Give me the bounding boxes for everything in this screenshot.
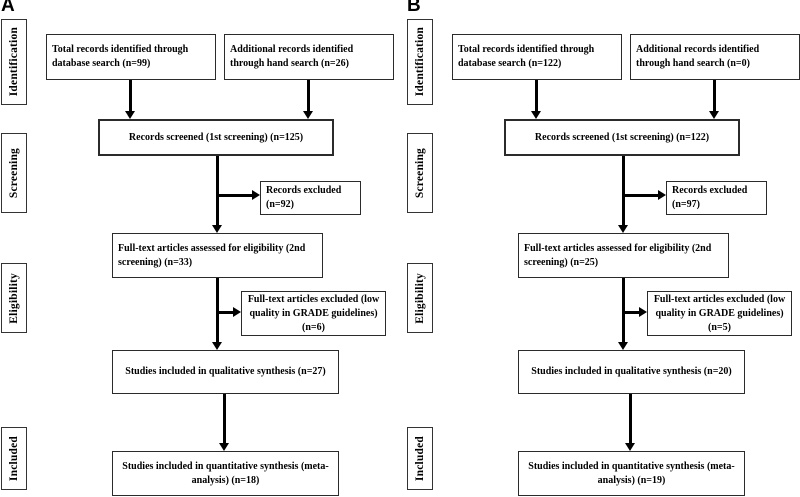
arrow-database-to-screened-line [535,80,538,112]
box-records-excluded: Records excluded (n=92) [260,181,361,215]
arrow-branch-records-excluded-line [622,194,658,197]
box-records-screened: Records screened (1st screening) (n=122) [504,119,740,156]
box-hand-search: Additional records identified through ha… [224,34,394,80]
box-hand-search: Additional records identified through ha… [630,34,800,80]
arrow-qualitative-to-quantitative-head [219,443,229,451]
box-database-search: Total records identified through databas… [46,34,216,80]
stage-eligibility-label: Eligibility [8,272,20,324]
stage-identification-label: Identification [8,27,20,97]
arrow-database-to-screened-line [129,80,132,112]
box-fulltext-assessed: Full-text articles assessed for eligibil… [112,233,323,278]
arrow-fulltext-to-qualitative-line [622,278,625,343]
arrow-branch-fulltext-excluded-head [233,307,241,317]
box-qualitative-synthesis: Studies included in qualitative synthesi… [518,350,745,394]
box-records-excluded: Records excluded (n=97) [666,181,767,215]
box-qualitative-synthesis: Studies included in qualitative synthesi… [112,350,339,394]
panel-a-label: A [1,0,15,16]
stage-included: Included [1,427,27,490]
arrow-branch-fulltext-excluded-line [216,311,233,314]
arrow-branch-records-excluded-head [658,190,666,200]
panel-b: B Identification Screening Eligibility I… [407,0,800,497]
arrow-fulltext-to-qualitative-head [212,342,222,350]
arrow-branch-records-excluded-head [252,190,260,200]
arrow-fulltext-to-qualitative-line [216,278,219,343]
stage-screening-label: Screening [414,147,426,199]
stage-identification-label: Identification [414,27,426,97]
stage-screening-label: Screening [8,147,20,199]
box-database-search: Total records identified through databas… [452,34,622,80]
arrow-qualitative-to-quantitative-head [625,443,635,451]
stage-screening: Screening [1,133,27,213]
arrow-screened-to-fulltext-head [212,225,222,233]
arrow-hand-to-screened-line [713,80,716,112]
arrow-database-to-screened-head [125,111,135,119]
arrow-hand-to-screened-head [709,111,719,119]
box-fulltext-assessed: Full-text articles assessed for eligibil… [518,233,729,278]
stage-identification: Identification [1,19,27,105]
arrow-screened-to-fulltext-head [618,225,628,233]
box-fulltext-excluded: Full-text articles excluded (low quality… [647,291,792,336]
box-records-screened: Records screened (1st screening) (n=125) [98,119,334,156]
stage-included-label: Included [8,435,20,482]
arrow-branch-fulltext-excluded-head [639,307,647,317]
arrow-fulltext-to-qualitative-head [618,342,628,350]
box-quantitative-synthesis: Studies included in quantitative synthes… [112,451,339,496]
stage-eligibility: Eligibility [1,263,27,333]
box-quantitative-synthesis: Studies included in quantitative synthes… [518,451,745,496]
arrow-hand-to-screened-head [303,111,313,119]
arrow-hand-to-screened-line [307,80,310,112]
stage-identification: Identification [407,19,433,105]
panel-b-label: B [407,0,421,16]
arrow-branch-fulltext-excluded-line [622,311,639,314]
stage-included: Included [407,427,433,490]
arrow-screened-to-fulltext-line [216,156,219,226]
box-fulltext-excluded: Full-text articles excluded (low quality… [241,291,386,336]
arrow-qualitative-to-quantitative-line [629,394,632,444]
stage-screening: Screening [407,133,433,213]
stage-included-label: Included [414,435,426,482]
arrow-screened-to-fulltext-line [622,156,625,226]
arrow-database-to-screened-head [531,111,541,119]
stage-eligibility-label: Eligibility [414,272,426,324]
stage-eligibility: Eligibility [407,263,433,333]
arrow-qualitative-to-quantitative-line [223,394,226,444]
panel-a: A Identification Screening Eligibility I… [1,0,394,497]
arrow-branch-records-excluded-line [216,194,252,197]
